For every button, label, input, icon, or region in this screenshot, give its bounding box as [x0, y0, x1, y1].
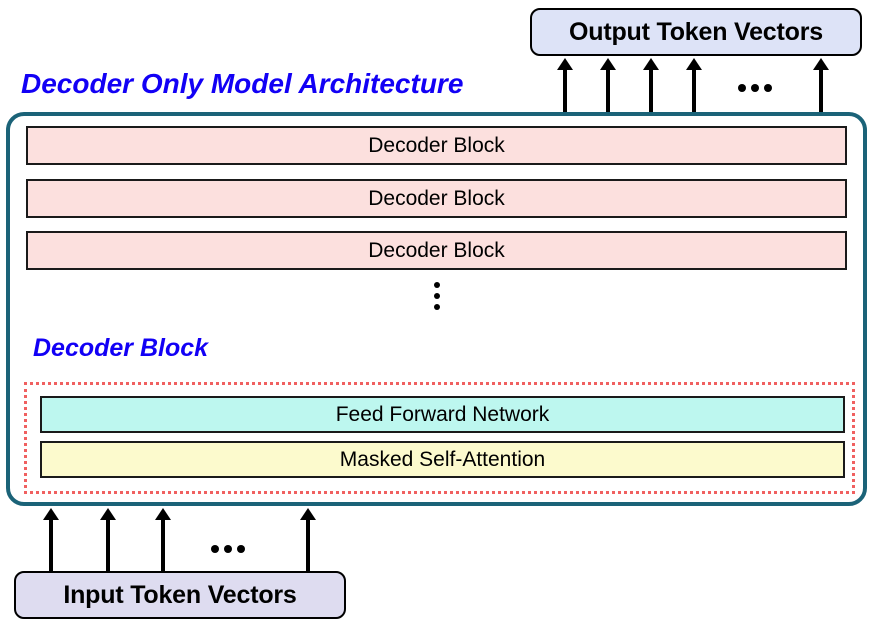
input-arrow-1 [49, 518, 53, 573]
masked-self-attention-label: Masked Self-Attention [339, 447, 546, 471]
input-arrow-3 [161, 518, 165, 573]
decoder-block-detail-group: Feed Forward Network Masked Self-Attenti… [24, 382, 855, 494]
ellipsis-dot [764, 84, 772, 92]
decoder-block-title: Decoder Block [33, 334, 209, 362]
decoder-stack-vertical-ellipsis [10, 282, 863, 310]
ellipsis-dot [211, 545, 219, 553]
architecture-title: Decoder Only Model Architecture [21, 68, 464, 99]
output-arrows-ellipsis [738, 84, 772, 92]
output-arrow-5 [819, 68, 823, 114]
input-arrows-ellipsis [211, 545, 245, 553]
output-arrow-4 [692, 68, 696, 114]
masked-self-attention-box[interactable]: Masked Self-Attention [40, 441, 845, 478]
decoder-block-layer[interactable]: Decoder Block [26, 126, 847, 165]
decoder-block-label: Decoder Block [368, 238, 505, 262]
output-token-vectors-label: Output Token Vectors [569, 17, 823, 46]
decoder-block-label: Decoder Block [368, 186, 505, 210]
architecture-frame: Decoder Block Decoder Block Decoder Bloc… [6, 112, 867, 506]
input-token-vectors-label: Input Token Vectors [63, 580, 297, 609]
ellipsis-dot [433, 304, 440, 310]
feed-forward-network-box[interactable]: Feed Forward Network [40, 396, 845, 433]
decoder-block-label: Decoder Block [368, 133, 505, 157]
output-token-vectors-box[interactable]: Output Token Vectors [530, 8, 862, 56]
ellipsis-dot [433, 282, 440, 288]
ellipsis-dot [433, 293, 440, 299]
feed-forward-network-label: Feed Forward Network [335, 402, 550, 426]
ellipsis-dot [738, 84, 746, 92]
input-arrow-2 [106, 518, 110, 573]
input-token-vectors-box[interactable]: Input Token Vectors [14, 571, 346, 619]
ellipsis-dot [237, 545, 245, 553]
output-arrow-1 [563, 68, 567, 114]
output-arrow-2 [606, 68, 610, 114]
output-arrow-3 [649, 68, 653, 114]
ellipsis-dot [224, 545, 232, 553]
decoder-block-layer[interactable]: Decoder Block [26, 231, 847, 270]
input-arrow-4 [306, 518, 310, 573]
decoder-block-layer[interactable]: Decoder Block [26, 179, 847, 218]
ellipsis-dot [751, 84, 759, 92]
